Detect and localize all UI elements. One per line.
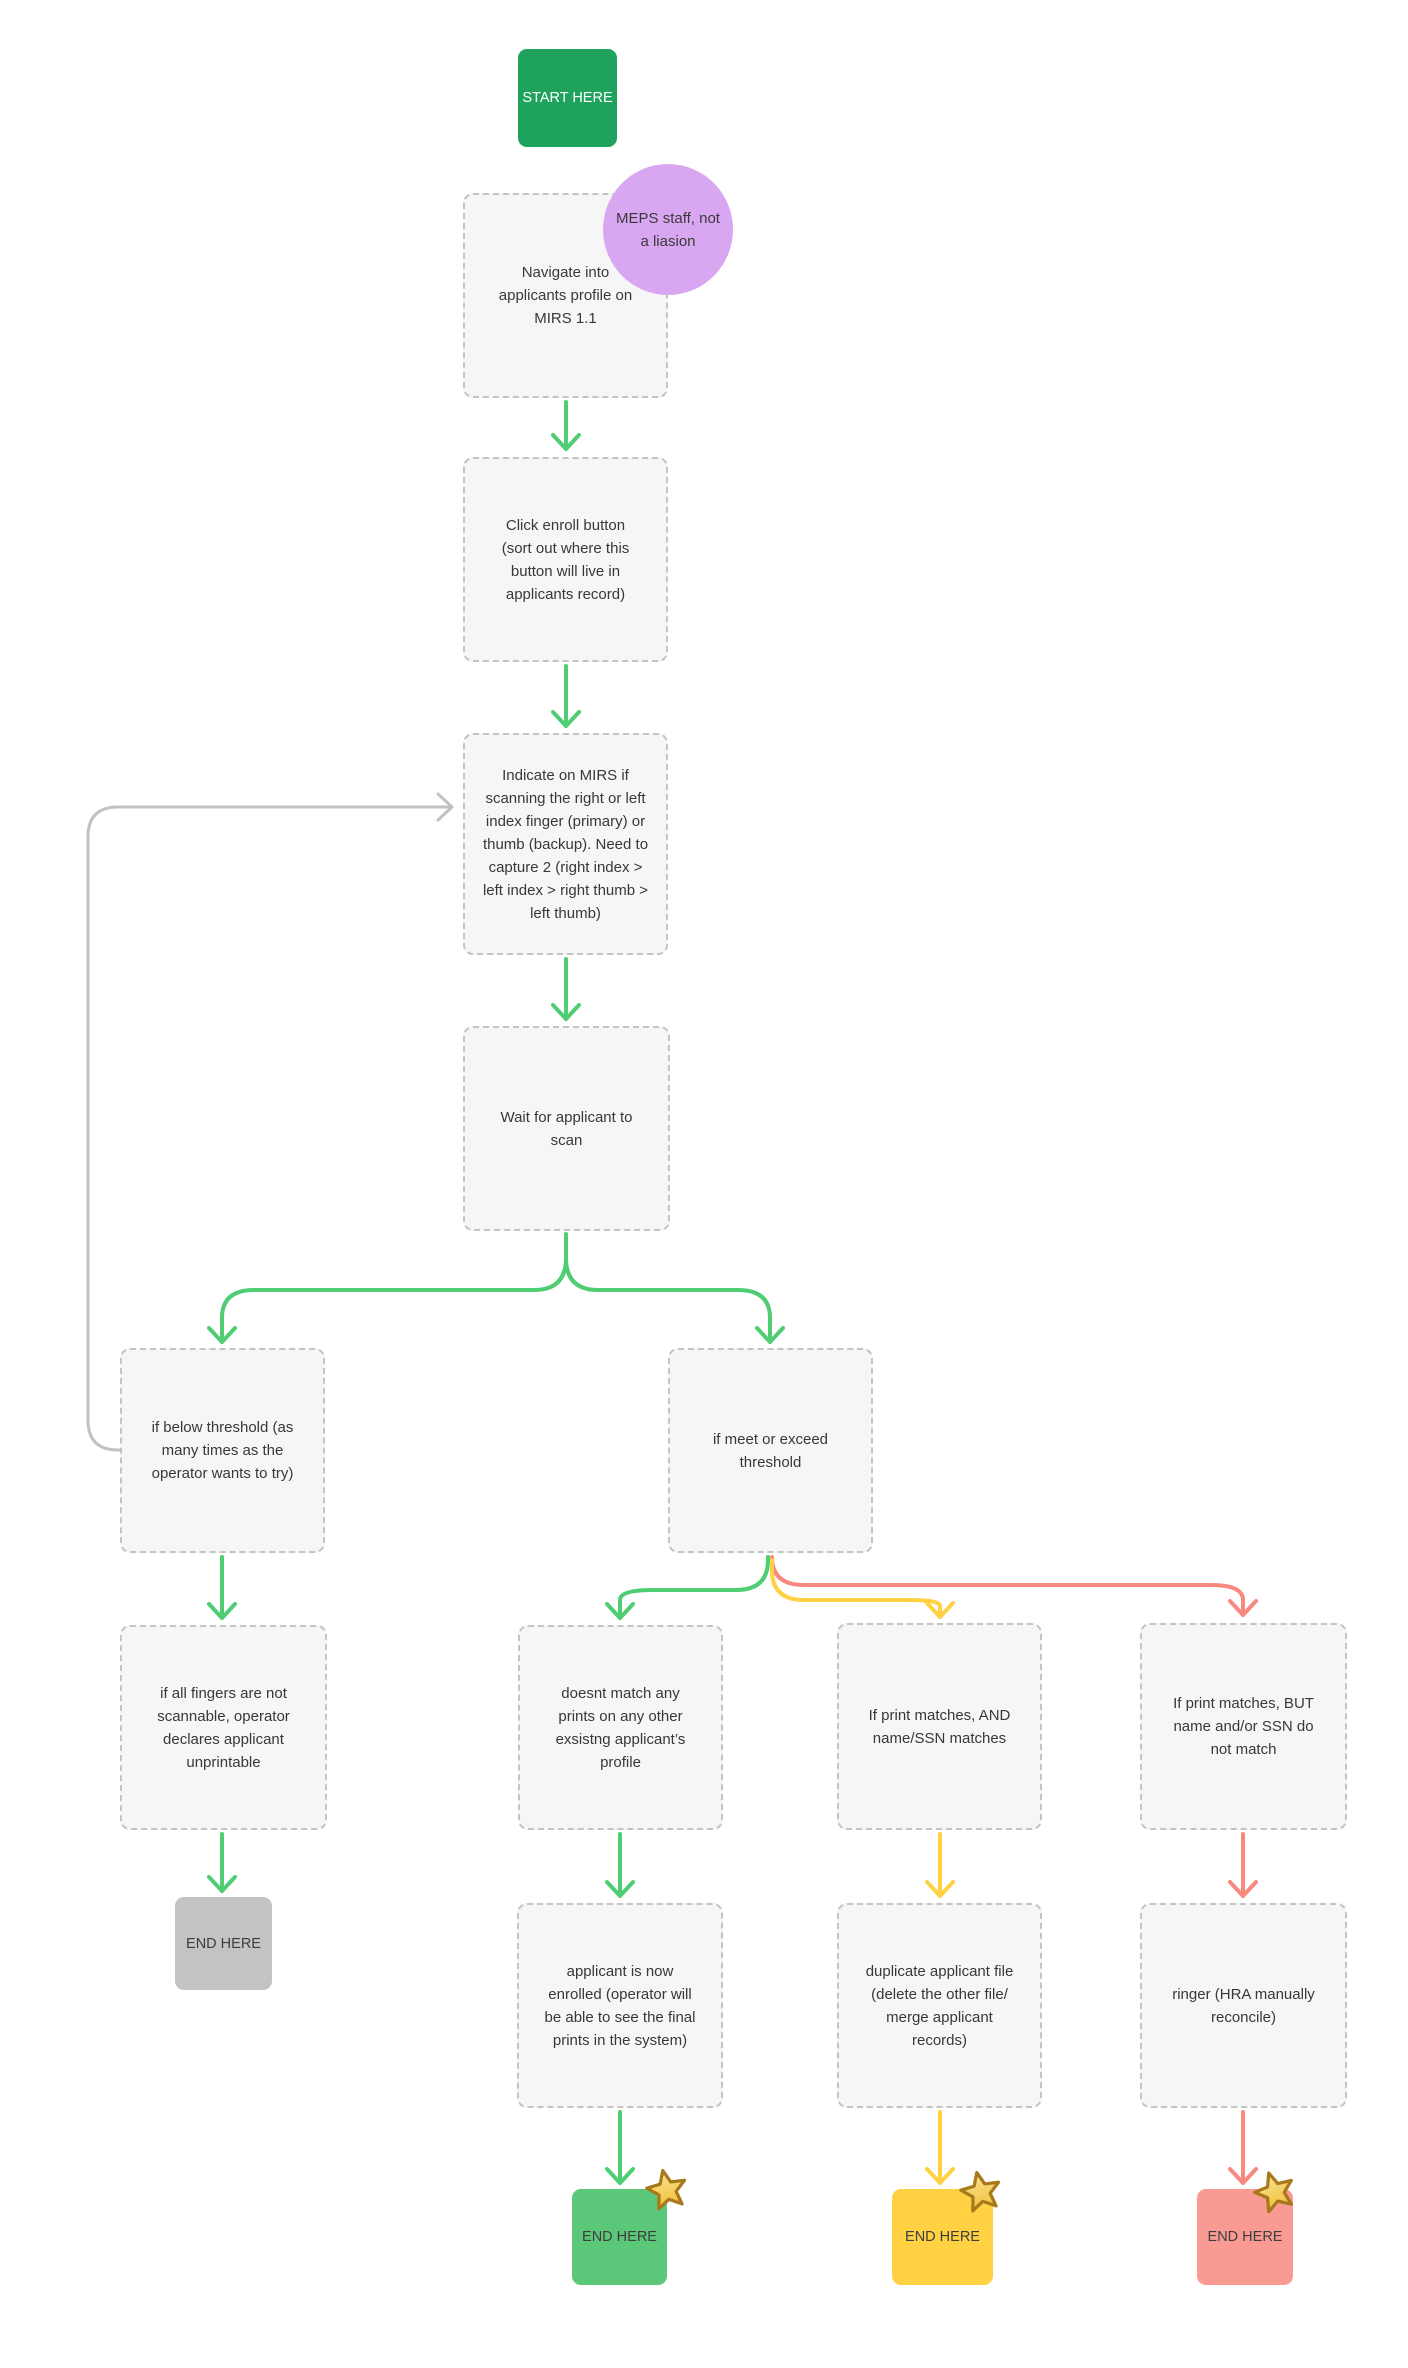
node-label: doesnt match any prints on any other exs… xyxy=(555,1684,686,1771)
end-node-label: END HERE xyxy=(905,2229,980,2245)
node-label: if below threshold (as many times as the… xyxy=(151,1419,294,1482)
node-enrolled[interactable]: applicant is now enrolled (operator will… xyxy=(517,1903,723,2108)
node-label: If print matches, AND name/SSN matches xyxy=(868,1706,1011,1747)
edge-enroll-to-indicate xyxy=(551,664,581,728)
node-print-match-name-mismatch[interactable]: If print matches, BUT name and/or SSN do… xyxy=(1140,1623,1347,1830)
node-label: if meet or exceed threshold xyxy=(712,1430,829,1471)
node-ringer-reconcile[interactable]: ringer (HRA manually reconcile) xyxy=(1140,1903,1347,2108)
edge-below-to-unprintable xyxy=(207,1555,237,1620)
star-icon[interactable] xyxy=(644,2165,690,2212)
end-node-label: END HERE xyxy=(186,1935,261,1952)
node-label: If print matches, BUT name and/or SSN do… xyxy=(1173,1695,1314,1758)
star-icon[interactable] xyxy=(1252,2167,1298,2214)
node-label: duplicate applicant file (delete the oth… xyxy=(865,1962,1014,2049)
edge-meet-to-ringer-condition xyxy=(770,1555,1258,1617)
star-icon[interactable] xyxy=(958,2167,1004,2214)
end-node-enrolled[interactable]: END HERE xyxy=(572,2189,667,2285)
node-label: Click enroll button (sort out where this… xyxy=(501,516,630,603)
end-node-ringer[interactable]: END HERE xyxy=(1197,2189,1293,2285)
edge-wait-fork xyxy=(207,1232,785,1344)
edge-nav-to-enroll xyxy=(551,400,581,451)
node-duplicate-file[interactable]: duplicate applicant file (delete the oth… xyxy=(837,1903,1042,2108)
edge-no-match-to-enrolled xyxy=(605,1832,635,1898)
node-label: Wait for applicant to scan xyxy=(500,1108,633,1149)
node-click-enroll[interactable]: Click enroll button (sort out where this… xyxy=(463,457,668,662)
edge-unprintable-to-end xyxy=(207,1832,237,1893)
node-no-match[interactable]: doesnt match any prints on any other exs… xyxy=(518,1625,723,1830)
node-unprintable[interactable]: if all fingers are not scannable, operat… xyxy=(120,1625,327,1830)
node-label: ringer (HRA manually reconcile) xyxy=(1172,1985,1315,2026)
start-node[interactable]: START HERE xyxy=(518,49,617,147)
node-label: applicant is now enrolled (operator will… xyxy=(544,1962,696,2049)
node-wait-scan[interactable]: Wait for applicant to scan xyxy=(463,1026,670,1231)
edge-meet-to-name-match xyxy=(770,1558,955,1619)
node-meet-threshold[interactable]: if meet or exceed threshold xyxy=(668,1348,873,1553)
end-node-label: END HERE xyxy=(582,2229,657,2245)
sticky-note-meps-staff[interactable]: MEPS staff, not a liasion xyxy=(603,164,733,295)
node-label: Navigate into applicants profile on MIRS… xyxy=(498,264,633,327)
start-node-label: START HERE xyxy=(522,90,613,106)
end-node-label: END HERE xyxy=(1207,2229,1283,2245)
node-indicate-mirs[interactable]: Indicate on MIRS if scanning the right o… xyxy=(463,733,668,955)
sticky-note-text: MEPS staff, not a liasion xyxy=(616,209,720,250)
edge-indicate-to-wait xyxy=(551,957,581,1021)
node-label: if all fingers are not scannable, operat… xyxy=(157,1684,290,1771)
edge-duplicate-to-end xyxy=(925,2110,955,2185)
edge-name-match-to-duplicate xyxy=(925,1832,955,1898)
end-node-unprintable[interactable]: END HERE xyxy=(175,1897,272,1990)
node-print-and-name-match[interactable]: If print matches, AND name/SSN matches xyxy=(837,1623,1042,1830)
node-label: Indicate on MIRS if scanning the right o… xyxy=(482,766,649,922)
edge-enrolled-to-end xyxy=(605,2110,635,2185)
edge-meet-to-no-match xyxy=(605,1555,770,1620)
node-below-threshold[interactable]: if below threshold (as many times as the… xyxy=(120,1348,325,1553)
edge-ringer-condition-to-ringer xyxy=(1228,1832,1258,1898)
